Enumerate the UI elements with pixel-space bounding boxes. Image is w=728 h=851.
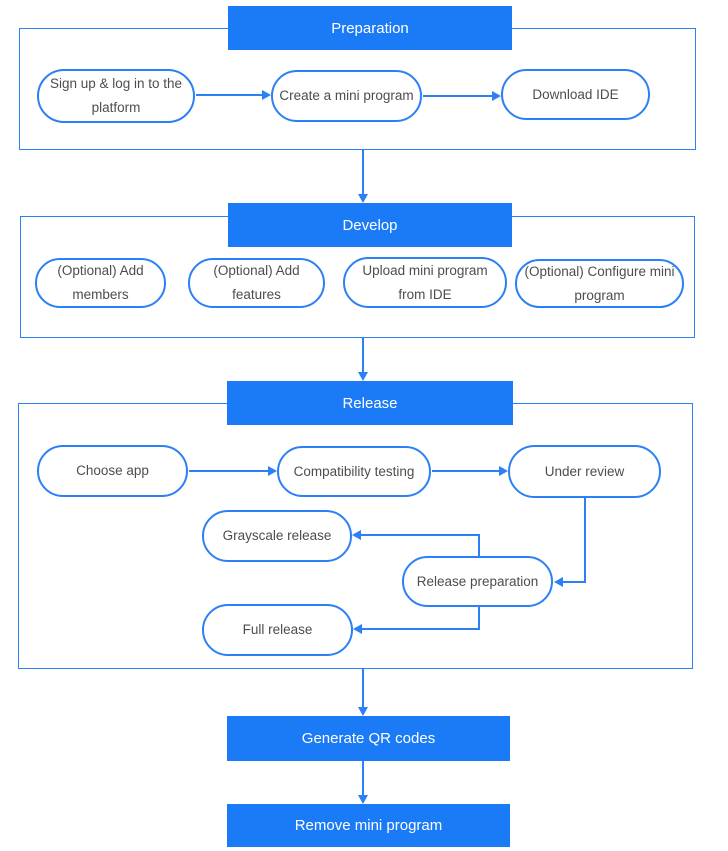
header-develop: Develop [228, 203, 512, 247]
arrow-qr-to-remove-head [358, 795, 368, 804]
flow-node-add-members: (Optional) Add members [35, 258, 166, 308]
arrow-prep-to-full-head [353, 624, 362, 634]
arrow-choose-to-compat-line [189, 470, 269, 472]
box-generate-qr-codes: Generate QR codes [227, 716, 510, 761]
arrow-develop-to-release-head [358, 372, 368, 381]
flow-node-create-mini-program: Create a mini program [271, 70, 422, 122]
arrow-prep-to-full-vline [478, 607, 480, 629]
flow-node-release-preparation: Release preparation [402, 556, 553, 607]
arrow-prep-to-full-hline [361, 628, 480, 630]
flow-node-full-release: Full release [202, 604, 353, 656]
arrow-prep-to-grayscale-vline [478, 535, 480, 556]
arrow-create-to-download-line [423, 95, 493, 97]
flow-node-download-ide: Download IDE [501, 69, 650, 120]
arrow-review-to-prep-vline [584, 498, 586, 582]
arrow-qr-to-remove-line [362, 761, 364, 797]
arrow-choose-to-compat-head [268, 466, 277, 476]
arrow-prep-to-grayscale-hline [360, 534, 480, 536]
arrow-signup-to-create-head [262, 90, 271, 100]
header-release: Release [227, 381, 513, 425]
flow-node-configure-mini-program: (Optional) Configure mini program [515, 259, 684, 308]
arrow-signup-to-create-line [196, 94, 263, 96]
header-preparation: Preparation [228, 6, 512, 50]
flow-node-compatibility-testing: Compatibility testing [277, 446, 431, 497]
flow-node-sign-up-log-in: Sign up & log in to the platform [37, 69, 195, 123]
arrow-preparation-to-develop-head [358, 194, 368, 203]
arrow-prep-to-grayscale-head [352, 530, 361, 540]
arrow-release-to-qr-line [362, 669, 364, 708]
arrow-create-to-download-head [492, 91, 501, 101]
arrow-release-to-qr-head [358, 707, 368, 716]
arrow-review-to-prep-hline [563, 581, 586, 583]
flow-node-upload-from-ide: Upload mini program from IDE [343, 257, 507, 308]
arrow-review-to-prep-head [554, 577, 563, 587]
arrow-compat-to-review-head [499, 466, 508, 476]
box-remove-mini-program: Remove mini program [227, 804, 510, 847]
flow-node-grayscale-release: Grayscale release [202, 510, 352, 562]
flow-node-under-review: Under review [508, 445, 661, 498]
flow-node-choose-app: Choose app [37, 445, 188, 497]
arrow-preparation-to-develop-line [362, 150, 364, 195]
flow-node-add-features: (Optional) Add features [188, 258, 325, 308]
arrow-compat-to-review-line [432, 470, 500, 472]
arrow-develop-to-release-line [362, 338, 364, 373]
